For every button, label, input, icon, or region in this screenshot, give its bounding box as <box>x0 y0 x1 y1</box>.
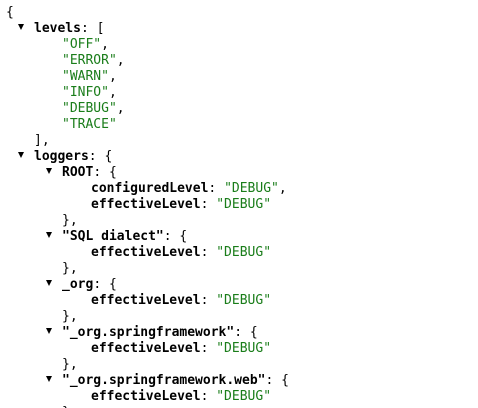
json-string-value: "DEBUG" <box>62 101 117 116</box>
json-node-row[interactable]: "SQL dialect": { <box>46 229 188 245</box>
json-node-row[interactable]: "_org.springframework.web": { <box>46 373 289 389</box>
json-punctuation: : <box>200 389 217 404</box>
json-node-row[interactable]: loggers: { <box>18 149 113 165</box>
json-punctuation: : { <box>93 277 117 292</box>
json-punctuation: , <box>101 37 109 52</box>
json-punctuation: : <box>208 181 225 196</box>
json-key: configuredLevel <box>91 181 209 196</box>
json-punctuation: : { <box>234 325 258 340</box>
json-key: "_org.springframework.web" <box>62 373 266 388</box>
json-line: }, <box>62 309 78 325</box>
json-key: levels <box>34 21 81 36</box>
json-punctuation: , <box>116 53 125 68</box>
json-key: "SQL dialect" <box>62 229 164 244</box>
json-punctuation: , <box>108 85 117 100</box>
json-punctuation: : <box>200 245 217 260</box>
json-line: "ERROR", <box>62 53 125 69</box>
json-string-value: "TRACE" <box>62 117 117 132</box>
triangle-down-icon[interactable] <box>46 376 52 382</box>
json-line: "OFF", <box>62 37 109 53</box>
json-punctuation: }, <box>62 309 78 324</box>
json-line: effectiveLevel: "DEBUG" <box>91 293 271 309</box>
json-line: effectiveLevel: "DEBUG" <box>91 341 271 357</box>
json-line: { <box>6 5 14 21</box>
triangle-down-icon[interactable] <box>18 24 24 30</box>
json-line: effectiveLevel: "DEBUG" <box>91 245 271 261</box>
json-line: "DEBUG", <box>62 101 125 117</box>
json-punctuation: }, <box>62 405 78 408</box>
json-punctuation: : <box>200 341 217 356</box>
json-punctuation: ], <box>34 133 50 148</box>
json-node-row[interactable]: _org: { <box>46 277 117 293</box>
json-line: }, <box>62 213 78 229</box>
json-string-value: "WARN" <box>62 69 109 84</box>
json-punctuation: : { <box>265 373 289 388</box>
json-string-value: "ERROR" <box>62 53 117 68</box>
json-key: effectiveLevel <box>91 341 201 356</box>
json-node-row[interactable]: "_org.springframework": { <box>46 325 258 341</box>
json-line: }, <box>62 405 78 408</box>
json-key: _org <box>62 277 94 292</box>
json-string-value: "DEBUG" <box>216 341 272 356</box>
json-key: ROOT <box>62 165 94 180</box>
triangle-down-icon[interactable] <box>46 328 52 334</box>
json-line: effectiveLevel: "DEBUG" <box>91 197 271 213</box>
json-punctuation: , <box>108 69 117 84</box>
json-punctuation: }, <box>62 261 78 276</box>
triangle-down-icon[interactable] <box>46 280 52 286</box>
json-punctuation: }, <box>62 357 78 372</box>
json-line: "TRACE" <box>62 117 117 133</box>
triangle-down-icon[interactable] <box>46 232 52 238</box>
json-line: configuredLevel: "DEBUG", <box>91 181 287 197</box>
json-punctuation: : <box>200 293 217 308</box>
json-key: effectiveLevel <box>91 389 201 404</box>
json-key: "_org.springframework" <box>62 325 235 340</box>
json-punctuation: }, <box>62 213 78 228</box>
json-string-value: "DEBUG" <box>216 293 272 308</box>
json-punctuation: : [ <box>80 21 105 36</box>
json-line: "WARN", <box>62 69 117 85</box>
json-line: "INFO", <box>62 85 117 101</box>
json-string-value: "OFF" <box>62 37 102 52</box>
json-punctuation: : <box>200 197 217 212</box>
json-punctuation: : { <box>88 149 113 164</box>
json-punctuation: , <box>278 181 287 196</box>
json-punctuation: : { <box>163 229 188 244</box>
json-key: loggers <box>34 149 89 164</box>
json-string-value: "DEBUG" <box>216 197 272 212</box>
triangle-down-icon[interactable] <box>46 168 52 174</box>
json-string-value: "INFO" <box>62 85 109 100</box>
json-line: }, <box>62 261 78 277</box>
json-key: effectiveLevel <box>91 197 201 212</box>
triangle-down-icon[interactable] <box>18 152 24 158</box>
json-string-value: "DEBUG" <box>216 245 272 260</box>
json-punctuation: , <box>116 101 125 116</box>
json-key: effectiveLevel <box>91 245 201 260</box>
json-node-row[interactable]: levels: [ <box>18 21 105 37</box>
json-string-value: "DEBUG" <box>224 181 279 196</box>
json-punctuation: : { <box>93 165 117 180</box>
json-punctuation: { <box>6 5 14 20</box>
json-line: }, <box>62 357 78 373</box>
json-line: effectiveLevel: "DEBUG" <box>91 389 271 405</box>
json-key: effectiveLevel <box>91 293 201 308</box>
json-line: ], <box>34 133 50 149</box>
json-node-row[interactable]: ROOT: { <box>46 165 117 181</box>
json-string-value: "DEBUG" <box>216 389 272 404</box>
